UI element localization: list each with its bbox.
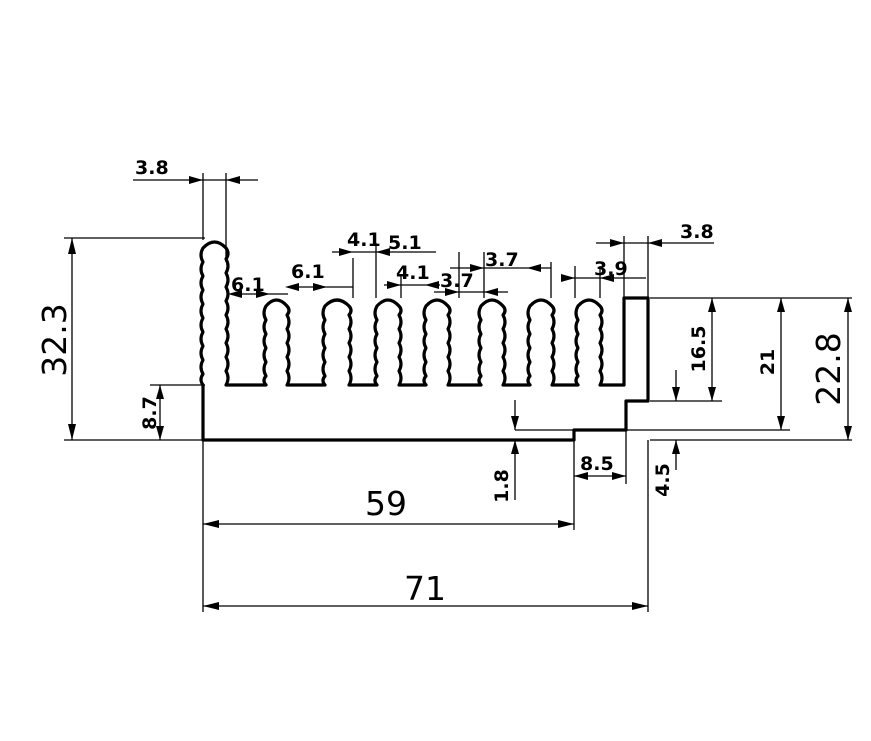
dim-step-height-c: 22.8 [809, 332, 848, 405]
dim-fin-c: 3.7 [440, 270, 474, 292]
dim-fin-d: 3.7 [485, 249, 519, 271]
dim-step-offset: 4.5 [652, 463, 674, 497]
dim-fin-e: 3.9 [594, 258, 628, 280]
dim-fin-b: 4.1 [396, 262, 430, 284]
dim-step-width: 8.5 [580, 453, 614, 475]
dim-fin-a: 4.1 [347, 229, 381, 251]
dim-step-small: 1.8 [491, 469, 513, 503]
dim-gap-b: 6.1 [291, 261, 325, 283]
dimension-lines [64, 173, 852, 612]
profile-outline [199, 240, 650, 442]
dim-total-height: 32.3 [35, 303, 74, 376]
dim-step-height-a: 16.5 [688, 326, 710, 373]
dimension-labels: 32.3 8.7 3.8 6.1 6.1 4.1 5.1 4.1 3.7 3.7… [35, 157, 848, 608]
dim-gap-a: 6.1 [231, 274, 265, 296]
dim-base-thickness: 8.7 [139, 396, 161, 430]
dim-gap-c: 5.1 [388, 232, 422, 254]
heatsink-profile [199, 240, 650, 442]
dim-width-59: 59 [365, 484, 407, 523]
dim-first-fin-width: 3.8 [135, 157, 169, 179]
dim-step-height-b: 21 [757, 349, 779, 375]
dim-last-fin-width: 3.8 [680, 221, 714, 243]
dim-width-71: 71 [404, 569, 446, 608]
